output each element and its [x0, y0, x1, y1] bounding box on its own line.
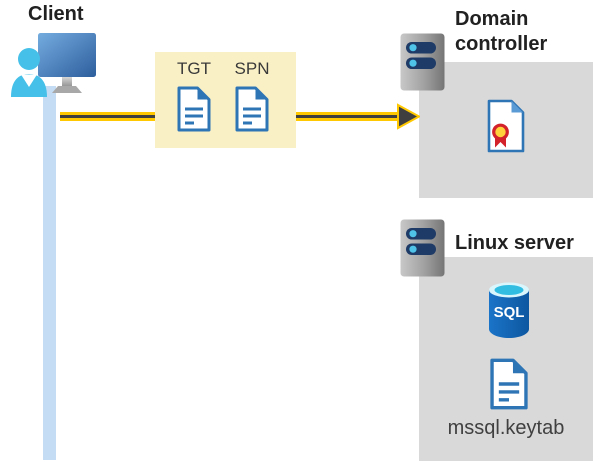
- sql-label: SQL: [494, 304, 525, 321]
- client-label: Client: [28, 3, 84, 25]
- tgt-column: TGT: [175, 57, 213, 137]
- monitor-shape: [38, 33, 96, 77]
- spn-document-icon: [235, 86, 269, 132]
- keytab-document-icon: [489, 358, 529, 410]
- monitor-stand-base: [52, 86, 82, 93]
- domain-controller-server-icon: [400, 33, 445, 91]
- client-vertical-line: [43, 86, 56, 460]
- linux-server-label: Linux server: [455, 232, 574, 254]
- sql-cylinder-top: [494, 285, 524, 295]
- tgt-label: TGT: [177, 59, 211, 78]
- tgt-document-icon: [177, 86, 211, 132]
- person-collar: [21, 74, 37, 87]
- certificate-icon: [487, 99, 525, 153]
- token-box: TGT SPN: [155, 52, 296, 148]
- client-computer-icon: [11, 33, 96, 97]
- auth-arrow-head-icon: [397, 103, 420, 130]
- sql-database-icon: SQL: [489, 282, 529, 338]
- linux-server-icon: [400, 219, 445, 277]
- person-head: [18, 48, 40, 70]
- monitor-stand-neck: [62, 77, 72, 87]
- sql-cylinder-body: [489, 290, 529, 338]
- keytab-filename: mssql.keytab: [447, 417, 565, 439]
- spn-label: SPN: [234, 59, 270, 78]
- domain-controller-label: Domain controller: [455, 8, 548, 55]
- spn-column: SPN: [233, 57, 271, 137]
